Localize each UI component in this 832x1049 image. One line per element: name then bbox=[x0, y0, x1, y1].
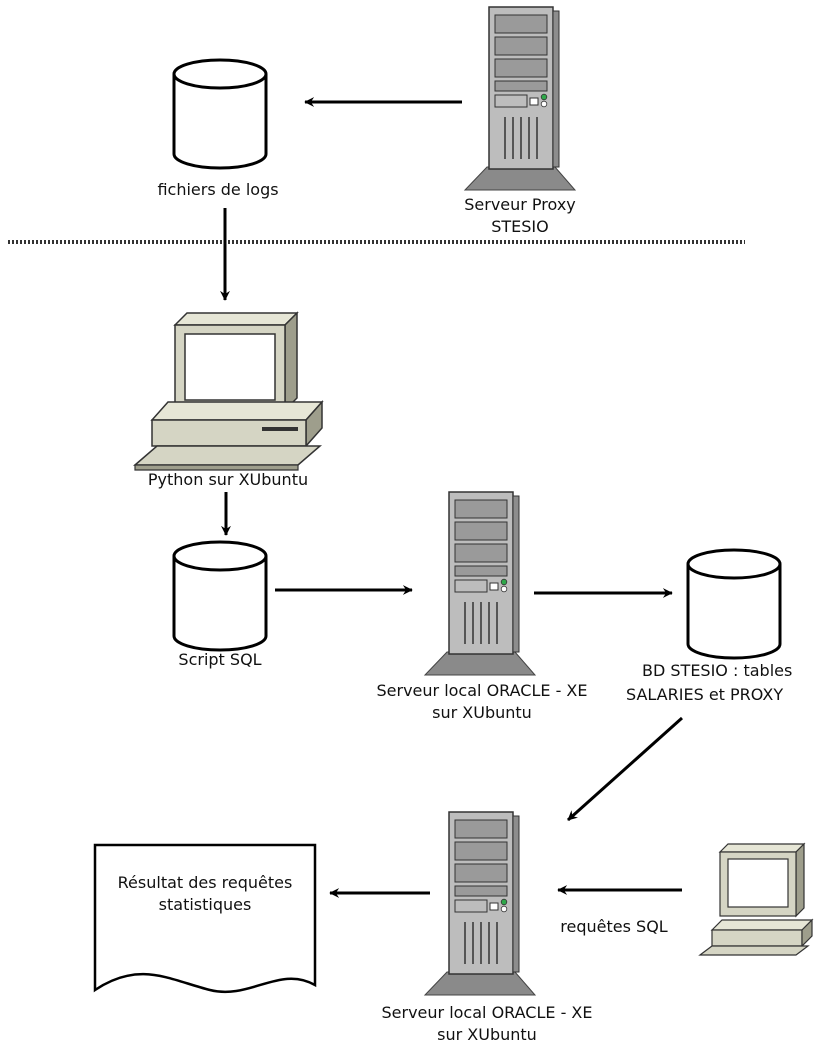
result-document-label-line2: statistiques bbox=[159, 895, 252, 914]
proxy-server-label-line1: Serveur Proxy bbox=[464, 195, 576, 214]
oracle-server-1-label-line2: sur XUbuntu bbox=[432, 703, 532, 722]
arrow-database-to-oracle-2 bbox=[566, 716, 684, 822]
desktop-computer-icon bbox=[132, 311, 324, 471]
oracle-server-2-label-line1: Serveur local ORACLE - XE bbox=[382, 1003, 593, 1022]
sql-script-label: Script SQL bbox=[178, 650, 261, 669]
log-files-label: fichiers de logs bbox=[157, 180, 278, 199]
oracle-server-2-label-line2: sur XUbuntu bbox=[437, 1025, 537, 1044]
oracle-server-1-icon bbox=[424, 491, 536, 676]
client-computer-icon bbox=[698, 842, 814, 956]
sql-queries-label: requêtes SQL bbox=[560, 917, 668, 936]
python-pc-label: Python sur XUbuntu bbox=[148, 470, 308, 489]
database-label-line1: BD STESIO : tables bbox=[642, 661, 792, 680]
proxy-server-label-line2: STESIO bbox=[491, 217, 549, 236]
oracle-server-2-icon bbox=[424, 811, 536, 996]
proxy-server-icon bbox=[464, 6, 576, 191]
result-document-icon bbox=[93, 843, 317, 993]
oracle-server-1-label-line1: Serveur local ORACLE - XE bbox=[377, 681, 588, 700]
database-cylinder-icon bbox=[686, 548, 782, 660]
database-label-line2: SALARIES et PROXY bbox=[626, 685, 783, 704]
result-document-label-line1: Résultat des requêtes bbox=[118, 873, 293, 892]
sql-script-cylinder-icon bbox=[172, 540, 268, 652]
log-files-cylinder-icon bbox=[172, 58, 268, 170]
